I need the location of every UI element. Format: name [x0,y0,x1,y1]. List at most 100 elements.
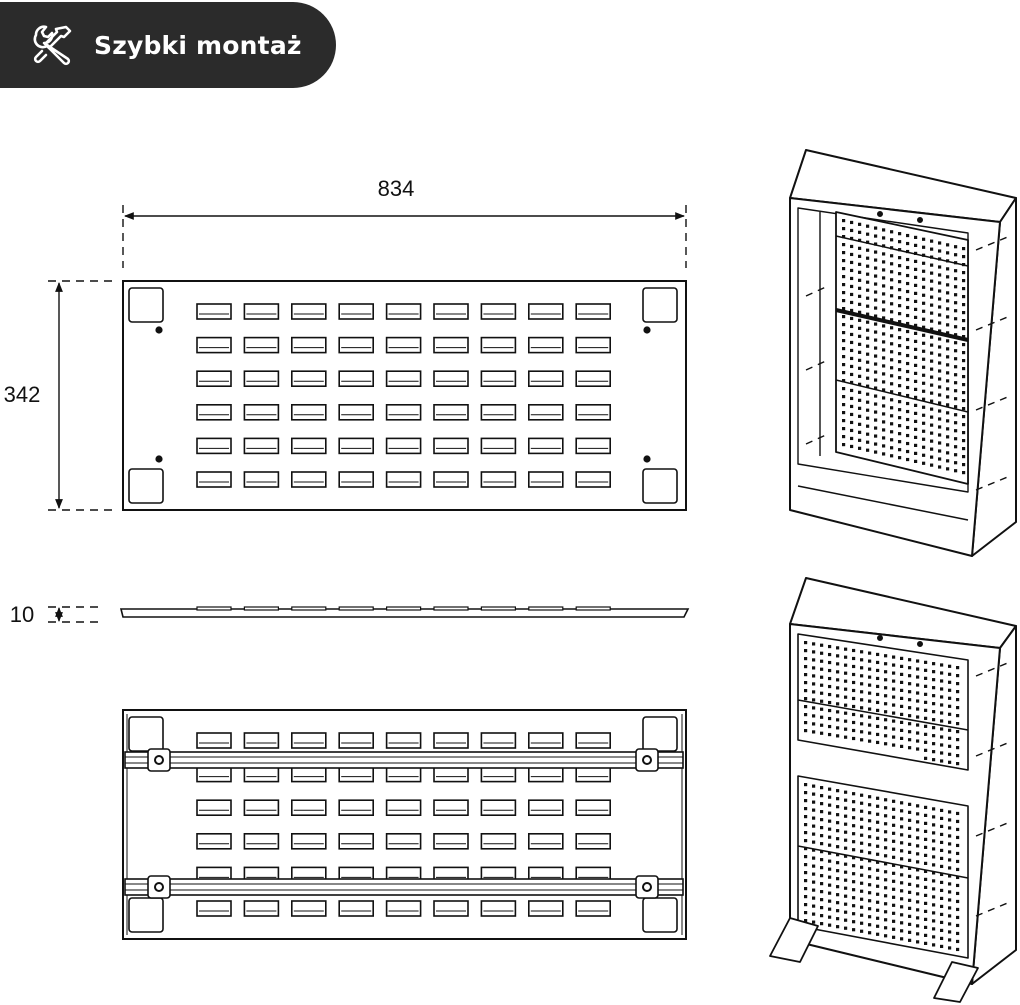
perforation-hole [914,459,918,463]
slot-side [243,606,279,611]
perforation-hole [844,910,848,914]
perforation-hole [930,399,934,403]
perforation-hole [906,449,910,454]
perforation-hole [916,747,920,751]
perforation-hole [844,687,848,691]
perforation-hole [948,922,952,926]
perforation-hole [914,355,918,359]
perforation-hole [948,696,952,700]
perforation-hole [914,427,918,431]
perforation-hole [820,866,824,870]
perforation-hole [924,684,928,688]
perforation-hole [812,872,816,876]
perforation-hole [836,917,840,921]
perforation-hole [948,914,952,918]
perforation-hole [858,230,862,234]
perforation-hole [866,392,870,396]
slot-side [433,606,469,611]
perforation-hole [916,932,920,936]
perforation-hole [836,845,840,849]
slot [338,403,375,421]
perforation-hole [924,941,928,945]
panel-side-slots [196,606,611,611]
perforation-hole [882,428,886,432]
perforation-hole [906,297,910,302]
perforation-hole [850,388,854,393]
perforation-hole [932,686,936,690]
perforation-hole [842,387,846,391]
perforation-hole [900,857,904,861]
perforation-hole [820,723,824,727]
slot [480,437,517,455]
perforation-hole [940,711,944,715]
perforation-hole [954,421,958,425]
perforation-hole [876,828,880,832]
perforation-hole [914,291,918,295]
perforation-hole [908,722,912,726]
perforation-hole [962,279,966,283]
perforation-hole [860,881,864,885]
perforation-hole [876,844,880,848]
perforation-hole [930,463,934,467]
perforation-hole [954,373,958,377]
perforation-hole [956,674,960,678]
perforation-hole [836,789,840,793]
perforation-hole [820,675,824,679]
perforation-hole [812,792,816,796]
perforation-hole [860,817,864,821]
perforation-hole [852,848,856,852]
perforation-hole [916,812,920,816]
perforation-hole [858,382,862,386]
perforation-hole [954,253,958,257]
perforation-hole [850,348,854,353]
perforation-hole [940,816,944,821]
slot [196,765,232,783]
perforation-hole [812,920,816,924]
slot [290,832,327,850]
perforation-hole [860,825,864,829]
perforation-hole [916,852,920,856]
perforation-hole [868,819,872,823]
perforation-hole [916,868,920,872]
perforation-hole [820,922,824,926]
perforation-hole [948,720,952,724]
perforation-hole [868,803,872,807]
perforation-hole [954,389,958,393]
perforation-hole [860,730,864,734]
slot [338,765,375,783]
perforation-hole [828,708,832,713]
perforation-hole [820,786,824,790]
perforation-hole [956,835,960,840]
perforation-hole [868,699,872,703]
slot [385,799,422,817]
slot [290,471,327,488]
perforation-hole [828,684,832,689]
perforation-hole [868,835,872,839]
slot [196,471,232,488]
perforation-hole [922,245,926,249]
slot [527,303,564,320]
perforation-hole [882,388,886,392]
slot-side [291,606,327,611]
perforation-hole [882,380,886,384]
perforation-hole [890,414,894,418]
perforation-hole [922,413,926,417]
slot [385,765,422,783]
perforation-hole [820,651,824,655]
perforation-hole [890,294,894,298]
perforation-hole [868,891,872,895]
perforation-hole [836,869,840,873]
perforation-hole [842,395,846,399]
perforation-hole [892,735,896,739]
slot [385,370,422,388]
perforation-hole [922,277,926,281]
perforation-hole [924,756,928,760]
perforation-hole [906,401,910,406]
perforation-hole [844,886,848,890]
slot [527,765,564,783]
perforation-hole [956,843,960,848]
perforation-hole [930,295,934,299]
perforation-hole [938,281,942,285]
slot [243,765,280,783]
perforation-hole [932,678,936,682]
